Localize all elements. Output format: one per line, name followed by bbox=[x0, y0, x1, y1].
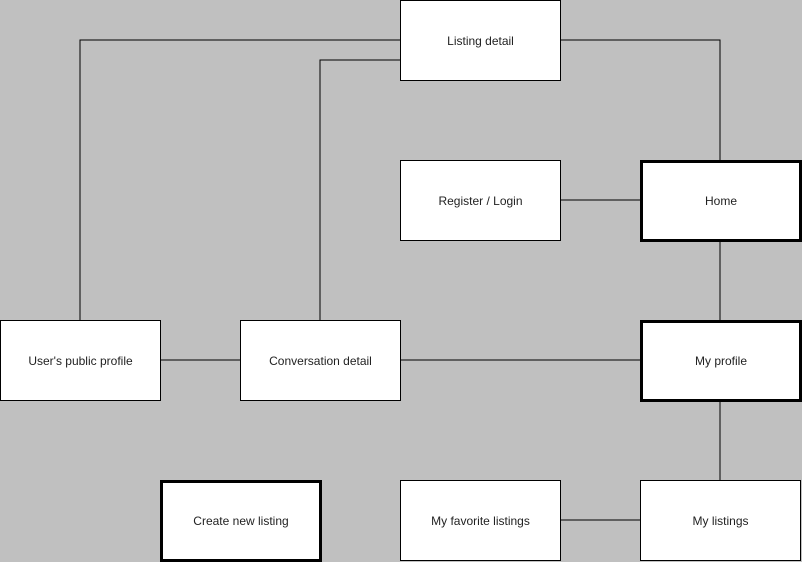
node-label: Create new listing bbox=[193, 514, 289, 528]
node-home[interactable]: Home bbox=[640, 160, 802, 242]
node-conversation-detail[interactable]: Conversation detail bbox=[240, 320, 401, 401]
node-label: My profile bbox=[694, 354, 747, 368]
node-label: Listing detail bbox=[447, 33, 514, 48]
node-label: My favorite listings bbox=[431, 513, 530, 528]
node-users-public-profile[interactable]: User's public profile bbox=[0, 320, 161, 401]
node-label: Home bbox=[704, 194, 737, 208]
node-my-profile[interactable]: My profile bbox=[640, 320, 802, 402]
edge-listing-detail-to-public-profile bbox=[79, 39, 400, 320]
node-listing-detail[interactable]: Listing detail bbox=[400, 0, 561, 81]
node-label: Register / Login bbox=[438, 193, 523, 208]
node-my-listings[interactable]: My listings bbox=[640, 480, 801, 561]
node-label: Conversation detail bbox=[269, 353, 372, 368]
node-register-login[interactable]: Register / Login bbox=[400, 160, 561, 241]
edge-listing-detail-to-conversation bbox=[319, 59, 400, 320]
node-my-favorite-listings[interactable]: My favorite listings bbox=[400, 480, 561, 561]
node-label: My listings bbox=[692, 513, 749, 528]
node-create-new-listing[interactable]: Create new listing bbox=[160, 480, 322, 562]
edge-listing-detail-to-home bbox=[561, 39, 721, 160]
node-label: User's public profile bbox=[28, 353, 133, 368]
